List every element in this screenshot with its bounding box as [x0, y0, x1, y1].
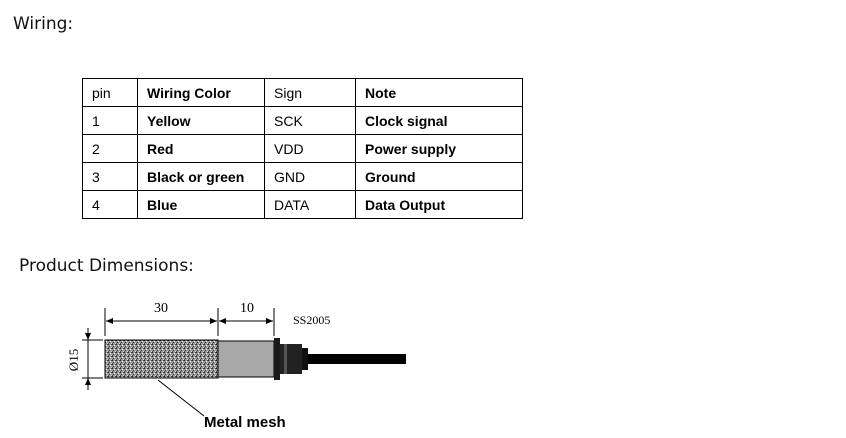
arrowhead: [266, 318, 273, 324]
table-row: 1 Yellow SCK Clock signal: [82, 106, 523, 135]
table-cell: 3: [82, 162, 138, 191]
dimensions-heading: Product Dimensions:: [19, 256, 194, 276]
table-cell: Black or green: [137, 162, 265, 191]
arrowhead: [210, 318, 217, 324]
table-cell: VDD: [264, 134, 356, 163]
table-cell: 1: [82, 106, 138, 135]
table-cell: Power supply: [355, 134, 523, 163]
table-cell: GND: [264, 162, 356, 191]
connector-ring: [274, 338, 280, 380]
table-cell: Yellow: [137, 106, 265, 135]
sensor-body: [217, 340, 275, 378]
metal-mesh: [104, 339, 219, 379]
connector-nut: [280, 344, 302, 374]
dimension-diameter-label: Ø15: [66, 349, 81, 371]
header-cell: Note: [355, 78, 523, 107]
arrowhead: [219, 318, 226, 324]
model-label: SS2005: [293, 313, 330, 327]
connector-collar: [302, 348, 308, 370]
table-row: 4 Blue DATA Data Output: [82, 190, 523, 219]
leader-line: [157, 379, 205, 417]
table-cell: 4: [82, 190, 138, 219]
arrowhead: [85, 378, 91, 385]
cable: [308, 354, 406, 364]
table-cell: Red: [137, 134, 265, 163]
table-cell: Data Output: [355, 190, 523, 219]
table-cell: Clock signal: [355, 106, 523, 135]
header-cell: Sign: [264, 78, 356, 107]
arrowhead: [106, 318, 113, 324]
table-cell: SCK: [264, 106, 356, 135]
wiring-table: pin Wiring Color Sign Note 1 Yellow SCK …: [82, 78, 523, 219]
header-cell: pin: [82, 78, 138, 107]
table-row: 3 Black or green GND Ground: [82, 162, 523, 191]
product-dimension-diagram: 30 10 SS2005 Ø15: [66, 301, 406, 417]
header-cell: Wiring Color: [137, 78, 265, 107]
arrowhead: [85, 333, 91, 340]
table-cell: Blue: [137, 190, 265, 219]
table-cell: Ground: [355, 162, 523, 191]
wiring-heading: Wiring:: [13, 14, 74, 34]
table-row: 2 Red VDD Power supply: [82, 134, 523, 163]
table-header-row: pin Wiring Color Sign Note: [82, 78, 523, 107]
table-cell: 2: [82, 134, 138, 163]
table-cell: DATA: [264, 190, 356, 219]
dimension-10-label: 10: [240, 301, 254, 316]
dimension-30-label: 30: [154, 301, 168, 316]
metal-mesh-label: Metal mesh: [204, 414, 286, 431]
